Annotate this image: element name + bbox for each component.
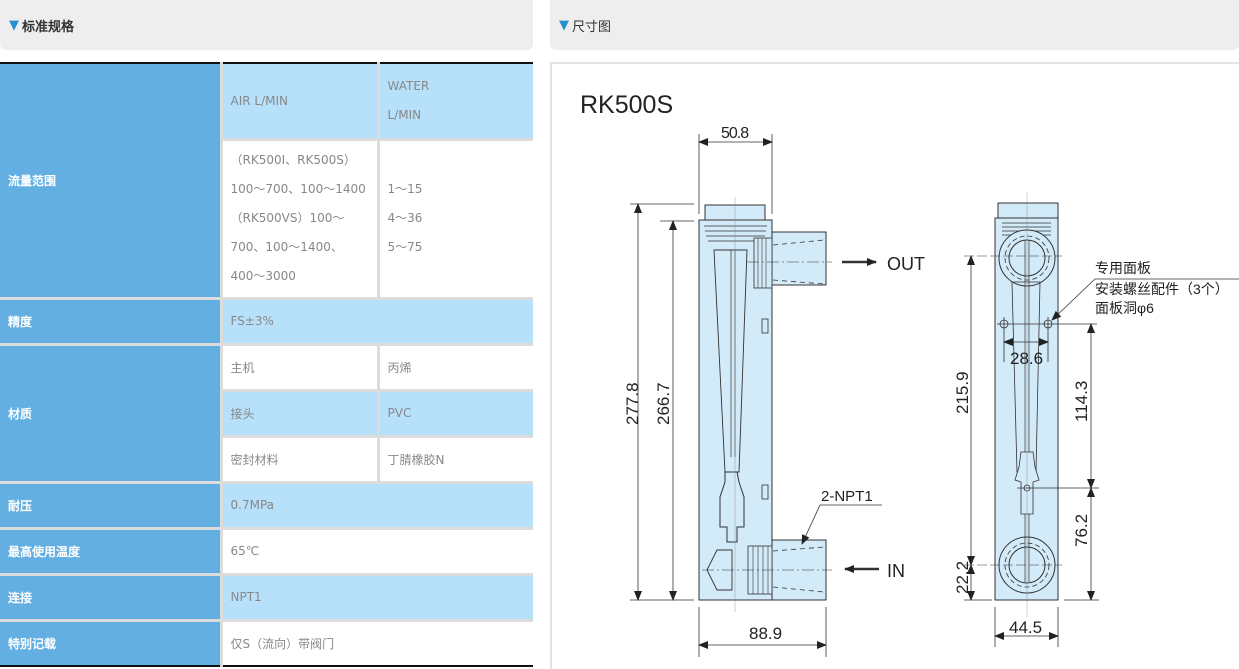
dim-side-width: 44.5 [1009, 618, 1042, 637]
max-temp-value: 65℃ [219, 526, 533, 576]
dim-depth: 88.9 [749, 624, 782, 643]
dim-upper-span: 114.3 [1072, 381, 1091, 422]
dimension-section-header[interactable]: ▼ 尺寸图 [550, 0, 1239, 50]
connection-value: NPT1 [219, 572, 533, 622]
air-line: 100～700、100～1400 [230, 182, 366, 196]
water-header-line1: WATER [387, 78, 430, 93]
table-row: 最高使用温度 65℃ [0, 526, 533, 576]
accuracy-value: FS±3% [219, 296, 533, 346]
flow-range-label: 流量范围 [0, 63, 223, 300]
port-label: 2-NPT1 [821, 488, 873, 505]
notes-label: 特别记载 [0, 618, 223, 666]
model-title: RK500S [580, 91, 673, 119]
material-value: 丙烯 [376, 342, 533, 392]
water-line: 4～36 [387, 211, 423, 225]
material-part: 密封材料 [219, 434, 380, 484]
table-row: 特别记载 仅S（流向）带阀门 [0, 618, 533, 666]
spec-table: 流量范围 AIR L/MIN WATER L/MIN （RK500I、RK500… [0, 62, 533, 667]
accuracy-label: 精度 [0, 296, 223, 346]
panel-label-line3: 面板洞φ6 [1095, 300, 1154, 316]
water-flow-values: 1～15 4～36 5～75 [376, 137, 533, 300]
dim-total-height: 277.8 [623, 382, 642, 425]
air-header: AIR L/MIN [219, 63, 380, 141]
table-row: 密封材料 丁腈橡胶N [0, 434, 533, 484]
front-dimensions [630, 134, 882, 657]
air-line: 700、100～1400、 [230, 240, 343, 254]
pressure-value: 0.7MPa [219, 480, 533, 530]
side-view [994, 192, 1059, 617]
float [719, 471, 745, 543]
table-row: 耐压 0.7MPa [0, 480, 533, 530]
air-line: （RK500VS）100～ [230, 211, 345, 225]
collapse-triangle-icon: ▼ [9, 17, 19, 33]
outlet-port [771, 231, 827, 286]
air-flow-values: （RK500I、RK500S） 100～700、100～1400 （RK500V… [219, 137, 380, 300]
material-value: 丁腈橡胶N [376, 434, 533, 484]
dimension-drawing-panel: RK500S [550, 62, 1239, 669]
spec-section-title: 标准规格 [22, 19, 75, 35]
water-header-line2: L/MIN [387, 107, 422, 122]
dim-hole-pitch: 28.6 [1010, 349, 1043, 368]
notes-value: 仅S（流向）带阀门 [219, 618, 533, 666]
table-row: 连接 NPT1 [0, 572, 533, 622]
table-row: 接头 PVC [0, 388, 533, 438]
panel-label-line2: 安装螺丝配件（3个） [1095, 281, 1229, 297]
material-value: PVC [376, 388, 533, 438]
max-temp-label: 最高使用温度 [0, 526, 223, 576]
water-line: 5～75 [387, 240, 423, 254]
air-line: （RK500I、RK500S） [230, 153, 356, 167]
table-row: （RK500I、RK500S） 100～700、100～1400 （RK500V… [0, 137, 533, 300]
side-dimensions [964, 255, 1239, 647]
pressure-label: 耐压 [0, 480, 223, 530]
dimension-drawing: RK500S [580, 91, 1239, 657]
air-line: 400～3000 [230, 269, 296, 283]
material-label: 材质 [0, 342, 223, 484]
table-row: 流量范围 AIR L/MIN WATER L/MIN [0, 63, 533, 300]
table-row: 材质 主机 丙烯 [0, 342, 533, 484]
dimension-section-title: 尺寸图 [572, 19, 612, 35]
spec-section-header[interactable]: ▼ 标准规格 [0, 0, 533, 50]
material-part: 接头 [219, 388, 380, 438]
dim-body-height: 266.7 [654, 382, 673, 425]
front-view [698, 197, 832, 612]
material-part: 主机 [219, 342, 380, 392]
dim-bottom-offset: 22.2 [953, 561, 972, 594]
dim-top-width: 50.8 [721, 125, 749, 142]
water-line: 1～15 [387, 182, 423, 196]
in-label: IN [887, 561, 905, 581]
panel-label-line1: 专用面板 [1095, 260, 1151, 276]
water-header: WATER L/MIN [376, 63, 533, 141]
dim-lower-span: 76.2 [1072, 514, 1091, 547]
table-row: 精度 FS±3% [0, 296, 533, 346]
connection-label: 连接 [0, 572, 223, 622]
dim-side-height: 215.9 [953, 371, 972, 414]
out-label: OUT [887, 254, 925, 274]
collapse-triangle-icon: ▼ [559, 17, 569, 33]
glass-tube [713, 249, 748, 473]
